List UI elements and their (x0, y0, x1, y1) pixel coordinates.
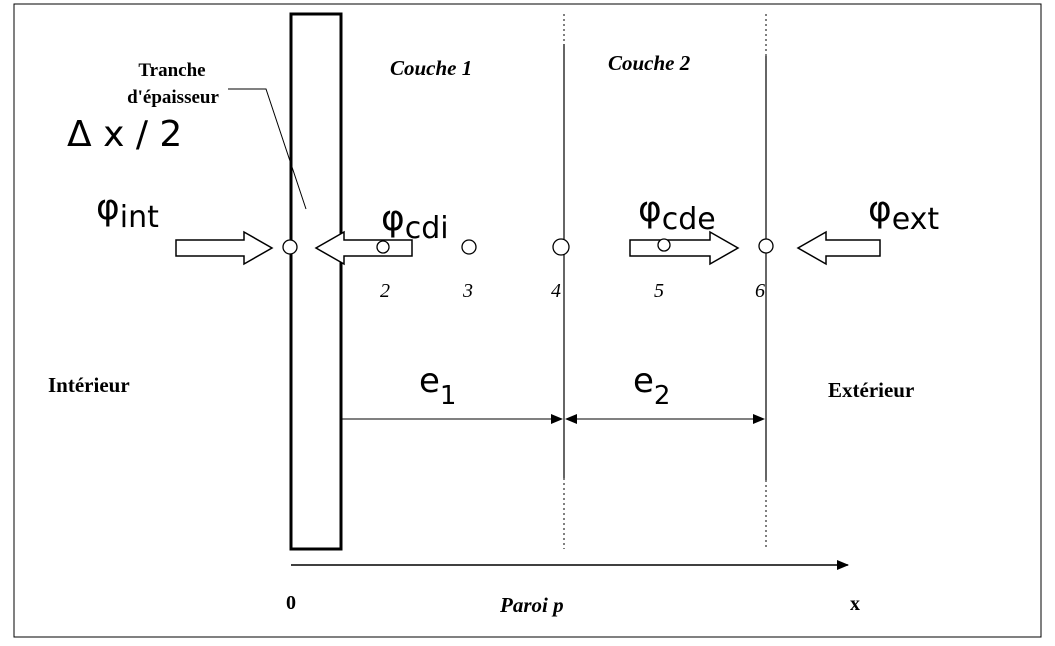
couche-1-label: Couche 1 (390, 56, 472, 80)
slice-leader-line (228, 88, 307, 210)
delta-x-label: Δ x / 2 (67, 114, 182, 155)
paroi-label: Paroi p (499, 593, 564, 617)
arrow-cde-right (629, 230, 740, 266)
epaisseur-label: d'épaisseur (127, 87, 219, 108)
node-label-4: 4 (551, 280, 561, 302)
couche-2-label: Couche 2 (608, 51, 691, 75)
node-label-6: 6 (755, 280, 765, 302)
node-label-2: 2 (380, 280, 390, 302)
x-axis-label: x (850, 593, 860, 615)
phi-ext-label: φext (868, 189, 939, 237)
arrow-ext-left (796, 230, 881, 266)
tranche-label: Tranche (138, 60, 205, 81)
phi-cde-label: φcde (638, 189, 716, 237)
node-1-marker (282, 239, 298, 255)
diagram-frame (13, 3, 1042, 638)
node-6-marker (758, 238, 774, 254)
e2-label: e2 (633, 361, 670, 411)
node-2-marker (376, 240, 390, 254)
node-4-marker (552, 238, 570, 256)
node-5-marker (657, 238, 671, 252)
phi-cdi-label: φcdi (381, 198, 449, 246)
slice-rectangle (289, 12, 343, 551)
interieur-label: Intérieur (48, 373, 130, 397)
arrow-int-right (175, 230, 274, 266)
node-label-3: 3 (462, 280, 473, 302)
arrow-cdi-left (314, 230, 413, 266)
exterieur-label: Extérieur (828, 378, 914, 402)
origin-label: 0 (286, 592, 296, 614)
phi-int-label: φint (96, 187, 159, 235)
node-3-marker (461, 239, 477, 255)
node-label-5: 5 (654, 280, 664, 302)
e1-label: e1 (419, 361, 456, 411)
